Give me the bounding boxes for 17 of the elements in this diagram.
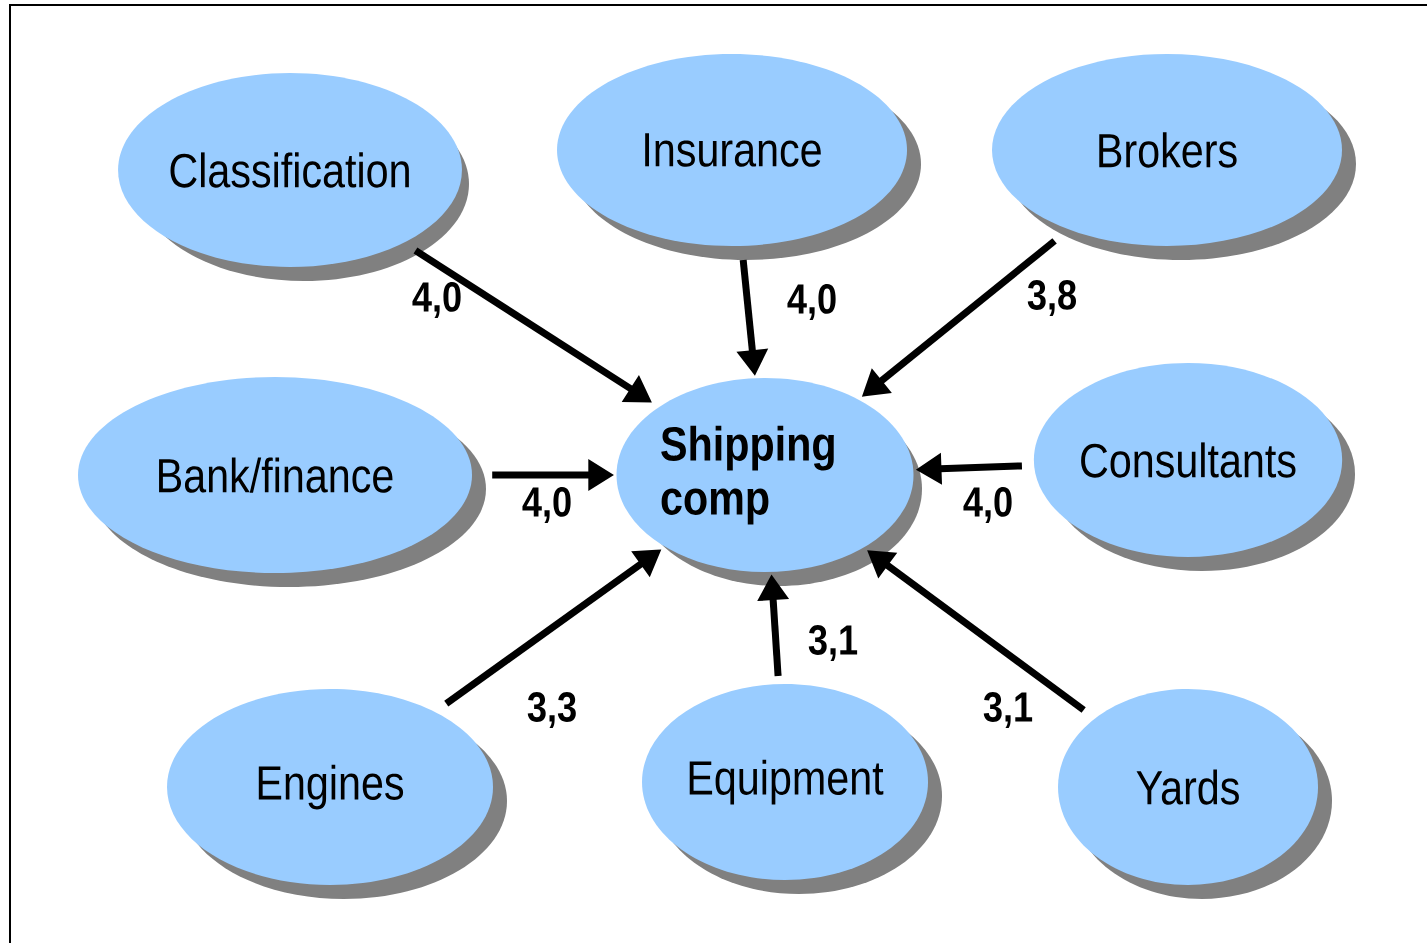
edge-label: 4,0 (787, 284, 836, 320)
ellipse-node: Bank/finance (78, 377, 486, 587)
ellipse-node: Brokers (992, 54, 1356, 260)
ellipse-node: Yards (1058, 689, 1332, 899)
ellipse-node: Consultants (1033, 363, 1355, 571)
edge-label: 3,1 (808, 625, 858, 661)
edge-label: 3,3 (527, 692, 576, 728)
edge-label: 4,0 (963, 487, 1012, 523)
ellipse-node: Equipment (642, 684, 942, 894)
edge-label: 4,0 (412, 282, 461, 318)
ellipse-node: Classification (118, 73, 469, 281)
edge-label: 4,0 (522, 487, 571, 523)
ellipse-node: Insurance (557, 54, 921, 260)
ellipse-node: Shipping comp (616, 378, 922, 586)
edge-label: 3,1 (983, 692, 1033, 728)
edge-label: 3,8 (1027, 280, 1076, 316)
ellipse-node: Engines (167, 689, 507, 899)
